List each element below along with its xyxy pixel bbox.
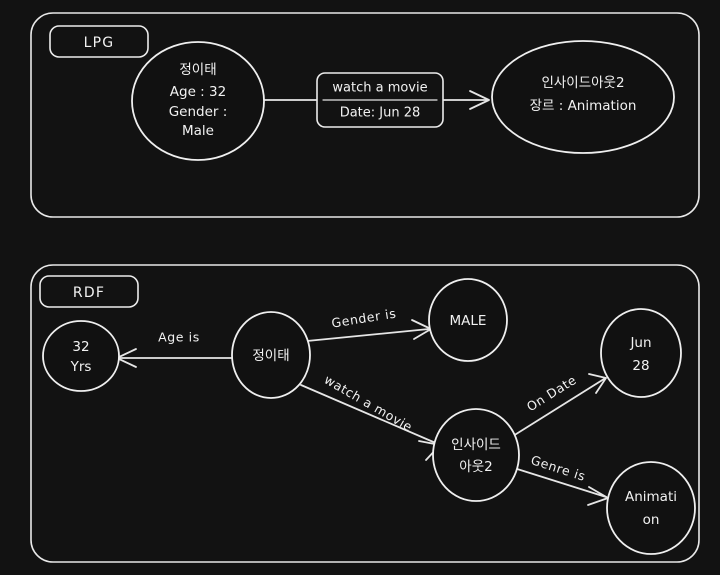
lpg-node-person-name: 정이태: [179, 62, 216, 78]
lpg-node-person-age: Age : 32: [170, 84, 226, 100]
rdf-panel-border: [30, 264, 700, 563]
rdf-edge-gender-is-label: Gender is: [330, 305, 397, 330]
rdf-edge-age-is: Age is: [116, 330, 234, 368]
rdf-edge-genre-is-label: Genre is: [529, 452, 587, 484]
rdf-edge-gender-is: Gender is: [306, 305, 432, 342]
rdf-edge-on-date-arrowhead: [588, 373, 607, 394]
rdf-node-genre-label-line1: Animati: [625, 489, 677, 505]
lpg-badge-box: [49, 25, 149, 58]
rdf-edge-watch-a-movie: watch a movie: [300, 372, 441, 461]
rdf-node-male: MALE: [428, 278, 508, 362]
rdf-badge-label: RDF: [73, 285, 105, 301]
rdf-node-age-value: 32: [72, 339, 89, 355]
rdf-edge-watch-a-movie-label: watch a movie: [322, 372, 416, 435]
rdf-badge-box: [39, 275, 139, 308]
rdf-edge-genre-is: Genre is: [513, 452, 609, 506]
lpg-node-movie-title: 인사이드아웃2: [541, 75, 624, 91]
lpg-edge-arrowhead: [469, 90, 490, 110]
rdf-node-movie-title-line2: 아웃2: [459, 459, 492, 475]
lpg-panel: LPG 정이태 Age : 32 Gender : Male watch a m…: [30, 12, 700, 218]
rdf-panel: RDF Age is Gender is watch a movie: [30, 264, 700, 563]
rdf-edge-watch-a-movie-line: [300, 384, 439, 445]
rdf-node-genre-shape: [606, 461, 696, 555]
rdf-node-genre-label-line2: on: [643, 512, 660, 528]
rdf-node-movie-shape: [432, 408, 520, 502]
lpg-badge: LPG: [49, 25, 149, 58]
rdf-node-male-shape: [428, 278, 508, 362]
rdf-edge-on-date-line: [512, 378, 605, 437]
rdf-node-age: 32 Yrs: [42, 320, 120, 392]
rdf-node-genre: Animati on: [606, 461, 696, 555]
rdf-node-male-label: MALE: [450, 313, 487, 329]
rdf-node-date: Jun 28: [600, 308, 682, 398]
rdf-node-date-shape: [600, 308, 682, 398]
rdf-node-age-unit: Yrs: [70, 359, 92, 375]
lpg-node-movie: 인사이드아웃2 장르 : Animation: [491, 40, 675, 154]
lpg-node-person: 정이태 Age : 32 Gender : Male: [131, 41, 265, 161]
rdf-node-person-name: 정이태: [252, 348, 289, 364]
lpg-node-movie-shape: [491, 40, 675, 154]
lpg-node-movie-genre: 장르 : Animation: [530, 98, 637, 114]
rdf-edge-genre-is-line: [513, 467, 607, 498]
lpg-node-person-gender-value: Male: [182, 123, 214, 139]
rdf-edge-gender-is-line: [306, 328, 430, 342]
lpg-badge-label: LPG: [84, 35, 115, 51]
rdf-node-date-day: 28: [632, 358, 649, 374]
lpg-edge-label-relation: watch a movie: [332, 81, 427, 96]
lpg-node-person-gender-key: Gender :: [169, 104, 228, 120]
rdf-node-person-shape: [231, 311, 311, 399]
rdf-node-date-month: Jun: [629, 335, 651, 351]
rdf-edge-age-is-label: Age is: [158, 330, 200, 345]
rdf-edge-genre-is-arrowhead: [587, 486, 609, 506]
rdf-node-person: 정이태: [231, 311, 311, 399]
rdf-edge-on-date-label: On Date: [524, 372, 579, 414]
rdf-edge-on-date: On Date: [512, 372, 607, 437]
lpg-edge-label: watch a movie Date: Jun 28: [316, 72, 444, 128]
rdf-node-age-shape: [42, 320, 120, 392]
rdf-badge: RDF: [39, 275, 139, 308]
lpg-edge-label-date: Date: Jun 28: [340, 106, 421, 121]
lpg-node-person-shape: [131, 41, 265, 161]
rdf-node-movie-title-line1: 인사이드: [451, 437, 501, 453]
lpg-panel-border: [30, 12, 700, 218]
rdf-node-movie: 인사이드 아웃2: [432, 408, 520, 502]
